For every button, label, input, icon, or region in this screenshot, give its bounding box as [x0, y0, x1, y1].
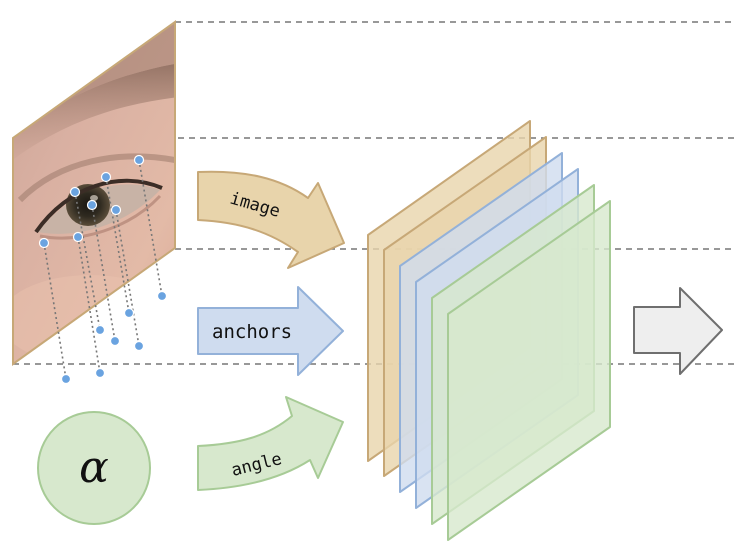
projected-dot: [133, 340, 145, 352]
alpha-circle: α: [37, 411, 151, 525]
landmark-dot: [72, 231, 84, 243]
feature-plane-angle-2: [447, 200, 611, 541]
alpha-symbol: α: [79, 442, 109, 493]
projected-dot: [109, 335, 121, 347]
landmark-dot: [110, 204, 122, 216]
angle-arrow: angle: [197, 396, 344, 491]
right-arrow-icon: [633, 287, 723, 375]
projected-dot: [60, 373, 72, 385]
landmark-dot: [133, 154, 145, 166]
projected-dot: [94, 324, 106, 336]
projected-dot: [123, 307, 135, 319]
landmark-dot: [38, 237, 50, 249]
feature-stack: [367, 120, 611, 541]
anchors-label: anchors: [212, 321, 292, 343]
eye-closeup-image: [12, 20, 176, 366]
landmark-dot: [69, 186, 81, 198]
image-arrow: image: [197, 170, 345, 269]
landmark-dot: [100, 171, 112, 183]
anchors-arrow: anchors: [197, 286, 344, 376]
projected-dot: [94, 367, 106, 379]
landmark-dot: [86, 199, 98, 211]
landmark-projections: [38, 154, 168, 385]
projected-dot: [156, 290, 168, 302]
